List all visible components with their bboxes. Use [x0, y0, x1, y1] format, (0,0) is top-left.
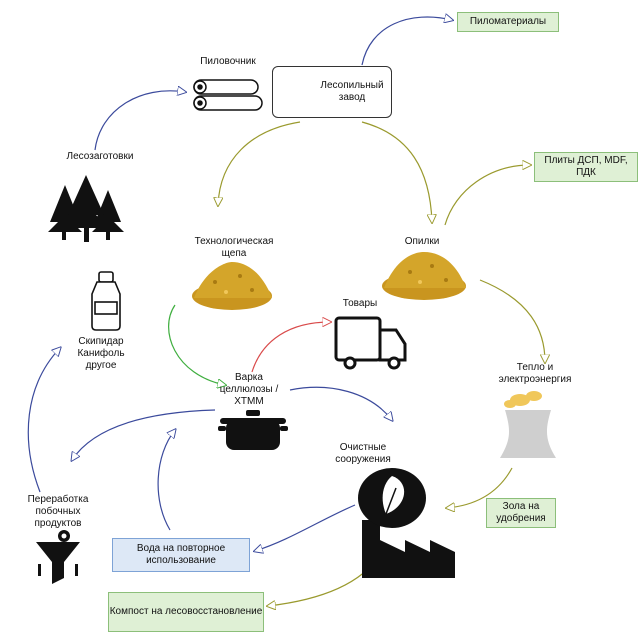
panels-box: Плиты ДСП, MDF, ПДК [534, 152, 638, 182]
arrow-logging-to-sawlogs [94, 91, 185, 151]
cooling-tower-icon [500, 391, 556, 458]
logging-label: Лесозаготовки [66, 151, 134, 162]
funnel-gear-icon [36, 530, 80, 584]
sawdust-label: Опилки [404, 236, 440, 247]
treatment-plant-icon [358, 468, 455, 578]
forest-icon [48, 175, 124, 242]
arrow-sawdust-to-panels [444, 165, 530, 226]
arrow-pulping-to-treatment [289, 386, 392, 420]
ash-box: Зола на удобрения [486, 498, 556, 528]
arrow-sawmill-to-lumber [361, 17, 452, 66]
truck-icon [334, 316, 407, 370]
arrow-byproducts-to-turpentine [27, 348, 60, 493]
logs-icon [193, 79, 263, 111]
sawdust-pile-icon [382, 252, 466, 300]
arrow-sawmill-to-chips [218, 121, 301, 205]
pot-icon [218, 410, 288, 450]
arrow-sawdust-to-heat [479, 279, 545, 362]
water-reuse-box: Вода на повторное использование [112, 538, 250, 572]
arrow-heat-to-ash [447, 467, 513, 508]
lumber-box: Пиломатериалы [457, 12, 559, 32]
pulping-label: Варка целлюлозы / ХТММ [219, 372, 279, 407]
chips-label: Технологическая щепа [194, 236, 274, 259]
sawlogs-label: Пиловочник [200, 56, 256, 67]
compost-label: Компост на лесовосстановление [109, 606, 263, 617]
turpentine-label: Скипидар Канифоль другое [77, 336, 125, 371]
byproducts-label: Переработка побочных продуктов [27, 494, 89, 529]
water-reuse-label: Вода на повторное использование [136, 543, 226, 566]
arrow-water-to-pulping [157, 430, 175, 531]
compost-box: Компост на лесовосстановление [108, 592, 264, 632]
lumber-label: Пиломатериалы [469, 16, 547, 27]
arrow-sawmill-to-sawdust [361, 121, 432, 222]
ash-label: Зола на удобрения [496, 501, 546, 524]
treatment-label: Очистные сооружения [335, 442, 391, 465]
panels-label: Плиты ДСП, MDF, ПДК [544, 155, 628, 178]
sawmill-label: Лесопильный завод [320, 80, 384, 103]
goods-label: Товары [342, 298, 378, 309]
arrow-pulping-to-byproducts [72, 409, 216, 460]
sawmill-box: Лесопильный завод [272, 66, 392, 118]
chips-pile-icon [192, 262, 272, 310]
arrow-treatment-to-water [255, 504, 356, 551]
bottle-icon [91, 271, 121, 331]
arrow-chips-to-pulping [168, 304, 225, 385]
arrow-pulping-to-goods [251, 322, 330, 373]
heat-power-label: Тепло и электроэнергия [498, 362, 572, 385]
